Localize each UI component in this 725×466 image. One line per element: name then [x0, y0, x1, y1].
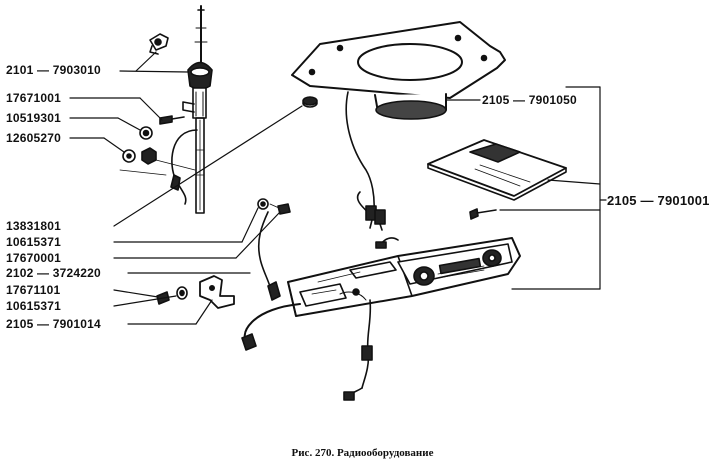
label-speaker: 2105 — 7901050	[482, 93, 577, 107]
label-washer-10615371-lower: 10615371	[6, 299, 61, 313]
label-washer-10519301: 10519301	[6, 111, 61, 125]
label-antenna: 2101 — 7903010	[6, 63, 101, 77]
antenna-illustration	[119, 5, 213, 214]
leader-lines	[69, 51, 607, 325]
manual-booklet-illustration	[427, 139, 567, 201]
label-screw-17671101: 17671101	[6, 283, 61, 297]
figure-caption: Рис. 270. Радиооборудование	[291, 447, 434, 459]
label-nut-12605270: 12605270	[6, 131, 61, 145]
label-wire-2102-3724220: 2102 — 3724220	[6, 266, 101, 280]
bracket-illustration	[156, 275, 235, 309]
label-washer-10615371-upper: 10615371	[6, 235, 61, 249]
radio-unit-illustration	[241, 237, 521, 401]
label-screw-17670001: 17670001	[6, 251, 61, 265]
plug-illustration	[302, 96, 318, 108]
loose-screw-illustration	[469, 208, 497, 220]
label-bracket: 2105 — 7901014	[6, 317, 101, 331]
label-radio-set: 2105 — 7901001	[607, 193, 710, 208]
ground-wire-illustration	[257, 211, 281, 301]
label-screw-17671001: 17671001	[6, 91, 61, 105]
ground-screw-illustration	[257, 198, 291, 215]
speaker-plate-illustration	[291, 21, 506, 231]
label-plug-13831801: 13831801	[6, 219, 61, 233]
